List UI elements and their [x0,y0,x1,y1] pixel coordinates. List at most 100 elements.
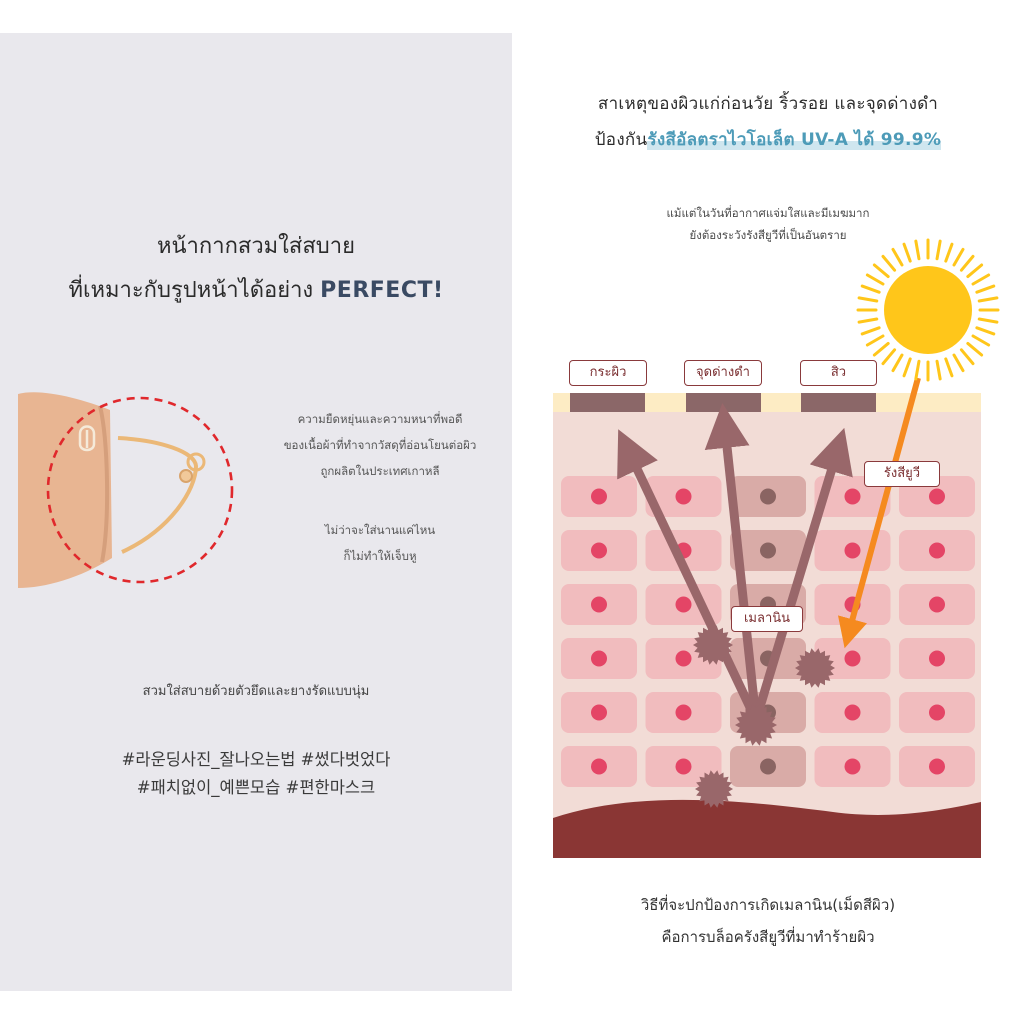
hashtag-line: #라운딩사진_잘나오는법 #썼다벗었다 [121,750,391,769]
left-headline-line-1: หน้ากากสวมใส่สบาย [157,234,355,259]
loop-adjuster [179,469,193,483]
sun-ray [977,296,999,303]
hashtag-line: #패치없이_예쁜모습 #편한마스크 [136,778,376,797]
cell-nucleus [675,650,692,667]
right-bottom-text: วิธีที่จะปกป้องการเกิดเมลานิน(เม็ดสีผิว)… [512,889,1024,953]
sun-ray [902,242,912,263]
sun-ray [935,359,942,381]
melanin-particle [795,648,835,688]
sun-ray [865,334,885,347]
cell-nucleus [760,488,776,505]
uv-label: รังสียูวี [864,461,940,487]
mask-material-note: ความยืดหยุ่นและความหนาที่พอดี ของเนื้อผ้… [252,406,508,484]
sun-ray [959,348,975,366]
sun-ray [902,357,912,378]
cell-nucleus [591,542,607,559]
cell-nucleus [760,758,776,775]
freckle-spot [570,393,645,412]
mask-illustration [18,392,234,588]
melanin-arrow-freckle [617,429,761,722]
sun-ray [952,247,965,267]
sun-ray [891,353,904,373]
sun-ray [944,242,954,263]
sun-icon [856,238,1000,382]
sun-ray [971,273,991,286]
sun-ray [914,239,921,261]
sun-ray [865,273,885,286]
sun-ray [881,348,897,366]
freckle-label: กระผิว [569,360,647,386]
sun-ray [914,359,921,381]
brand-logo-icon [78,425,96,452]
cell-nucleus [844,704,861,721]
acne-label: สิว [800,360,877,386]
ear-loop [117,436,199,554]
dashed-highlight-circle [46,396,234,584]
cell-nucleus [844,488,861,505]
cell-nucleus [591,758,607,775]
bottom-line: คือการบล็อครังสียูวีที่มาทำร้ายผิว [661,928,875,946]
sun-ray [975,326,996,336]
sun-ray [857,296,879,303]
note-line: ถูกผลิตในประเทศเกาหลี [320,464,440,478]
note-line: ไม่ว่าจะใส่นานแค่ไหน [324,523,436,537]
bottom-line: วิธีที่จะปกป้องการเกิดเมลานิน(เม็ดสีผิว) [640,896,896,914]
sun-ray [872,341,890,357]
cell-nucleus [760,542,776,559]
mask-comfort-note: ไม่ว่าจะใส่นานแค่ไหน ก็ไม่ทำให้เจ็บหู [252,517,508,569]
mask-fabric [18,392,112,588]
cell-nucleus [591,596,607,613]
cell-nucleus [929,488,945,505]
headline-prefix: ที่เหมาะกับรูปหน้าได้อย่าง [68,278,321,303]
acne-spot [801,393,876,412]
note-line: ก็ไม่ทำให้เจ็บหู [343,549,417,563]
sun-ray [881,254,897,272]
sun-rays [856,238,1000,382]
headline-emphasis: PERFECT! [320,278,444,303]
sun-ray [977,317,999,324]
right-title-line-2: ป้องกันรังสีอัลตราไวโอเล็ต UV-A ได้ 99.9… [512,126,1024,153]
melanin-particle [695,770,733,808]
note-line: ยังต้องระวังรังสียูวีที่เป็นอันตราย [689,228,847,242]
cell-nucleus [844,542,861,559]
cell-nucleus [591,704,607,721]
uv-protection-highlight: รังสีอัลตราไวโอเล็ต UV-A ได้ 99.9% [647,130,942,150]
sun-disc [884,266,972,354]
dermis-layer [553,799,981,858]
cell-nucleus [675,596,692,613]
sun-ray [860,284,881,294]
sun-ray [860,326,881,336]
cell-nucleus [591,488,607,505]
sun-ray [891,247,904,267]
melanin-particle [693,625,733,665]
sun-ray [952,353,965,373]
sun-ray [966,341,984,357]
right-title-line-1: สาเหตุของผิวแก่ก่อนวัย ริ้วรอย และจุดด่า… [597,94,939,114]
melanin-arrow-dark-spot [704,402,761,721]
sun-ray [959,254,975,272]
left-headline-line-2: ที่เหมาะกับรูปหน้าได้อย่าง PERFECT! [0,276,512,306]
cell-nucleus [929,758,945,775]
note-line: ของเนื้อผ้าที่ทำจากวัสดุที่อ่อนโยนต่อผิว [283,438,477,452]
weather-note: แม้แต่ในวันที่อากาศแจ่มใสและมีเมฆมาก ยัง… [512,202,1024,246]
cell-nucleus [929,596,945,613]
mask-seam [98,405,110,563]
sun-ray [971,334,991,347]
dark-spot [686,393,761,412]
cell-nucleus [844,650,861,667]
title-prefix: ป้องกัน [594,130,648,150]
cell-nucleus [675,704,692,721]
sun-ray [857,317,879,324]
sun-ray [975,284,996,294]
hashtags: #라운딩사진_잘나오는법 #썼다벗었다 #패치없이_예쁜모습 #편한마스크 [0,746,512,802]
cell-nucleus [929,704,945,721]
left-caption: สวมใส่สบายด้วยตัวยึดและยางรัดแบบนุ่ม [142,684,370,699]
melanin-arrow-acne [751,427,853,722]
melanin-particles [693,625,835,808]
cell-nucleus [929,542,945,559]
loop-knot [186,452,206,472]
uv-ray-arrow [837,377,921,649]
cell-nucleus [844,758,861,775]
cell-nucleus [675,758,692,775]
note-line: ความยืดหยุ่นและความหนาที่พอดี [297,412,463,426]
